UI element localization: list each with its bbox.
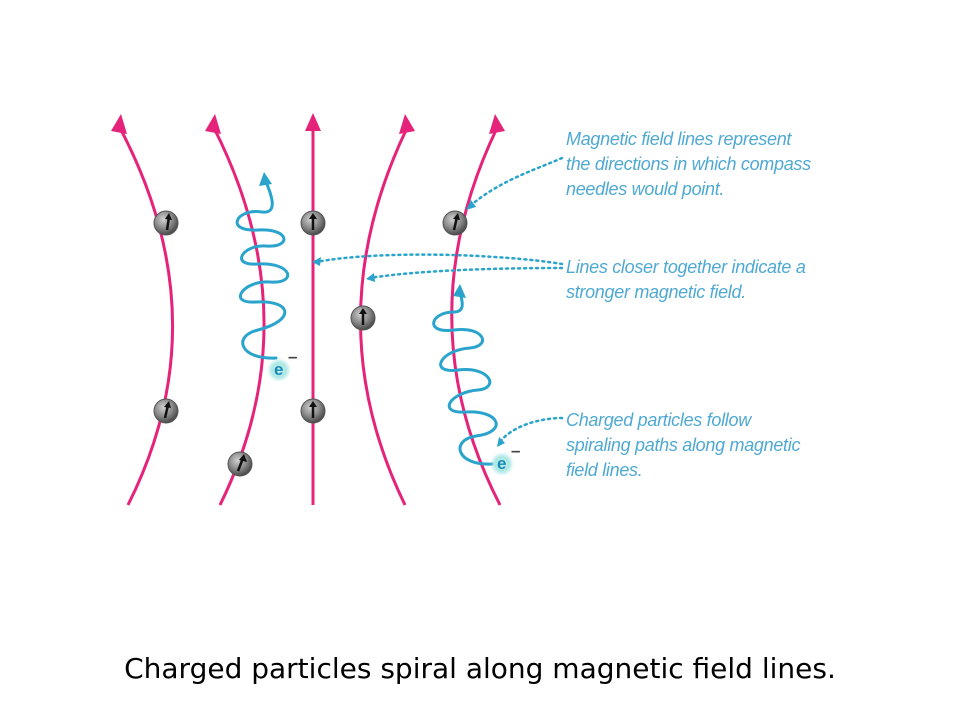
annotation-line: spiraling paths along magnetic <box>566 435 801 455</box>
leader-arrows <box>314 156 564 444</box>
compass-needle-icon <box>153 398 179 424</box>
electron-charge: – <box>511 441 520 460</box>
leader-closer-2 <box>368 266 564 280</box>
annotation-line: stronger magnetic field. <box>566 282 746 302</box>
arrowhead-1 <box>111 114 127 134</box>
compass-needle-icon <box>227 451 253 477</box>
spiral-path-left <box>235 180 290 360</box>
annotation-line: field lines. <box>566 460 643 480</box>
arrowhead-2 <box>205 114 221 134</box>
electron-symbol: e <box>497 454 506 473</box>
spiral-path-right <box>432 290 498 466</box>
field-line-5 <box>450 127 502 506</box>
compass-needle-icon <box>300 210 326 236</box>
annotation-line: Magnetic field lines represent <box>566 129 792 149</box>
annotation-line: the directions in which compass <box>566 154 811 174</box>
caption: Charged particles spiral along magnetic … <box>124 652 836 685</box>
field-line-2 <box>212 127 266 506</box>
annotation-field-strength: Lines closer together indicate a stronge… <box>566 255 806 305</box>
leader-arrowheads <box>312 200 505 447</box>
leader-arrowhead-closer-1 <box>312 257 321 266</box>
arrowhead-4 <box>399 114 415 134</box>
compass-needles <box>153 210 468 477</box>
field-lines <box>118 126 502 506</box>
compass-needle-icon <box>350 305 376 331</box>
annotation-spiral-paths: Charged particles follow spiraling paths… <box>566 408 800 483</box>
compass-needle-icon <box>442 210 468 236</box>
annotation-line: needles would point. <box>566 179 725 199</box>
electron-icon: e – <box>267 347 297 382</box>
leader-arrowhead-closer-2 <box>366 273 375 282</box>
arrowhead-3 <box>305 113 321 131</box>
particle-paths <box>235 172 498 466</box>
electron-symbol: e <box>274 360 283 379</box>
annotation-compass: Magnetic field lines represent the direc… <box>566 127 811 202</box>
compass-needle-icon <box>300 398 326 424</box>
field-line-1 <box>118 127 175 506</box>
leader-closer-1 <box>314 253 564 266</box>
field-line-arrowheads <box>111 113 505 134</box>
leader-compass <box>468 156 564 208</box>
leader-arrowhead-compass <box>466 200 476 210</box>
arrowhead-5 <box>489 114 505 134</box>
leader-spiral <box>498 416 564 444</box>
annotation-line: Lines closer together indicate a <box>566 257 806 277</box>
spiral-arrowhead-left <box>259 172 272 186</box>
electron-icon: e – <box>490 441 520 476</box>
annotation-line: Charged particles follow <box>566 410 751 430</box>
electron-charge: – <box>288 347 297 366</box>
leader-arrowhead-spiral <box>497 437 505 447</box>
compass-needle-icon <box>153 210 179 236</box>
spiral-arrowhead-right <box>453 284 466 298</box>
